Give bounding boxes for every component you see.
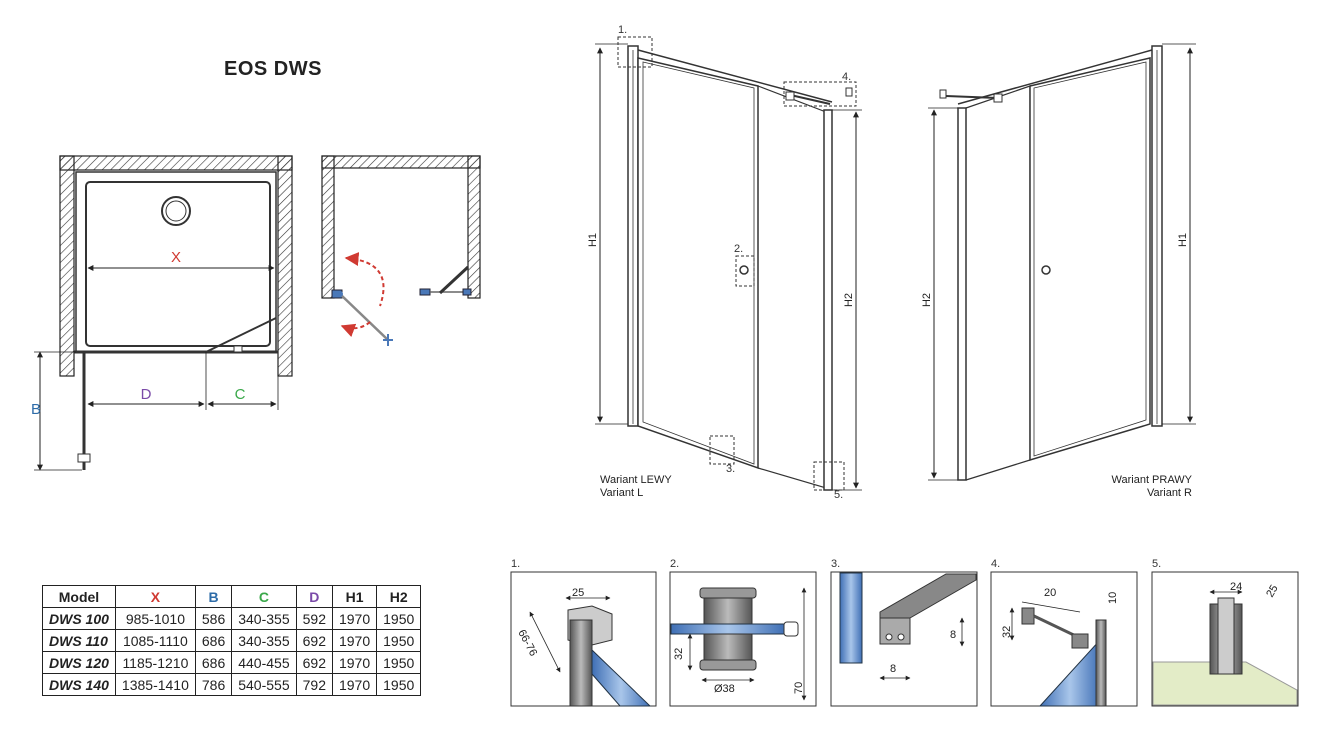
variant-right-line1: Wariant PRAWY	[1111, 474, 1192, 486]
cell-d: 592	[295, 607, 333, 630]
swing-diagram	[321, 155, 481, 346]
h2-label-left: H2	[843, 293, 855, 307]
detail-5: 5. 24 25	[1151, 558, 1299, 707]
cell-b: 686	[194, 629, 233, 652]
col-model: Model	[42, 585, 116, 608]
col-d: D	[295, 585, 333, 608]
plan-label-x: X	[171, 249, 181, 266]
callout-2: 2.	[734, 243, 743, 255]
spec-header-row: Model X B C D H1 H2	[42, 585, 422, 608]
plan-label-c: C	[235, 386, 246, 403]
cell-model: DWS 110	[42, 629, 116, 652]
col-b: B	[194, 585, 233, 608]
cell-h1: 1970	[331, 673, 378, 696]
variant-right-line2: Variant R	[1146, 487, 1192, 499]
callout-3: 3.	[726, 463, 735, 475]
h1-label-left: H1	[587, 233, 599, 247]
cell-x: 1085-1110	[114, 629, 196, 652]
cell-d: 692	[295, 651, 333, 674]
cell-c: 340-355	[231, 629, 297, 652]
detail-2-dim-b: 70	[793, 682, 805, 694]
plan-view: X B D C	[31, 155, 293, 471]
plan-back-wall	[59, 155, 293, 171]
elevation-left: H1 H2 1. 2. 3. 4. 5.	[587, 24, 862, 501]
h1-label-right: H1	[1177, 233, 1189, 247]
detail-4-dim-b: 10	[1107, 592, 1119, 604]
col-h2: H2	[376, 585, 422, 608]
plan-tray-inner	[85, 181, 271, 347]
detail-5-dim-b: 25	[1264, 583, 1281, 600]
table-row: DWS 140 1385-1410 786 540-555 792 1970 1…	[42, 673, 422, 696]
cell-x: 985-1010	[114, 607, 196, 630]
cell-c: 440-455	[231, 651, 297, 674]
cell-model: DWS 140	[42, 673, 116, 696]
col-c: C	[231, 585, 297, 608]
elevation-right: H2 H1	[921, 43, 1196, 481]
cell-b: 686	[194, 651, 233, 674]
detail-4-dim-c: 32	[1001, 626, 1013, 638]
plan-label-d: D	[141, 386, 152, 403]
page-title: EOS DWS	[224, 58, 322, 80]
plan-left-wall	[59, 155, 75, 377]
h2-label-right: H2	[921, 293, 933, 307]
cell-b: 586	[194, 607, 233, 630]
detail-5-dim-a: 24	[1230, 581, 1242, 593]
col-x: X	[114, 585, 196, 608]
callout-1: 1.	[618, 24, 627, 36]
cell-d: 792	[295, 673, 333, 696]
spec-table: Model X B C D H1 H2 DWS 100 985-1010 586…	[42, 585, 422, 696]
callout-5: 5.	[834, 489, 843, 501]
variant-right-caption: Wariant PRAWY Variant R	[1080, 474, 1192, 500]
detail-2-num: 2.	[670, 558, 679, 570]
detail-3: 3. 8 8	[830, 558, 978, 707]
detail-4-dim-a: 20	[1044, 587, 1056, 599]
cell-h2: 1950	[376, 607, 422, 630]
detail-2-dim-c: Ø38	[714, 683, 735, 695]
plan-label-b: B	[31, 401, 41, 418]
variant-left-line2: Variant L	[600, 487, 644, 499]
plan-right-wall	[277, 155, 293, 377]
variant-left-caption: Wariant LEWY Variant L	[600, 474, 672, 500]
cell-h2: 1950	[376, 651, 422, 674]
table-row: DWS 110 1085-1110 686 340-355 692 1970 1…	[42, 629, 422, 652]
detail-3-dim-a: 8	[950, 629, 956, 641]
detail-2-dim-a: 32	[673, 648, 685, 660]
cell-x: 1385-1410	[114, 673, 196, 696]
cell-h2: 1950	[376, 673, 422, 696]
cell-h2: 1950	[376, 629, 422, 652]
variant-left-line1: Wariant LEWY	[600, 474, 672, 486]
col-h1: H1	[331, 585, 378, 608]
cell-h1: 1970	[331, 629, 378, 652]
detail-4: 4. 20 10 32	[990, 558, 1138, 707]
cell-d: 692	[295, 629, 333, 652]
detail-5-num: 5.	[1152, 558, 1161, 570]
cell-b: 786	[194, 673, 233, 696]
cell-model: DWS 120	[42, 651, 116, 674]
detail-1: 1. 25 66-76	[510, 558, 657, 707]
detail-2: 2. 32 70 Ø38	[669, 558, 817, 707]
detail-1-num: 1.	[511, 558, 520, 570]
callout-4: 4.	[842, 71, 851, 83]
table-row: DWS 120 1185-1210 686 440-455 692 1970 1…	[42, 651, 422, 674]
table-row: DWS 100 985-1010 586 340-355 592 1970 19…	[42, 607, 422, 630]
detail-4-num: 4.	[991, 558, 1000, 570]
detail-1-dim-a: 25	[572, 587, 584, 599]
detail-3-num: 3.	[831, 558, 840, 570]
cell-h1: 1970	[331, 651, 378, 674]
cell-c: 340-355	[231, 607, 297, 630]
cell-h1: 1970	[331, 607, 378, 630]
cell-model: DWS 100	[42, 607, 116, 630]
detail-3-dim-b: 8	[890, 663, 896, 675]
cell-x: 1185-1210	[114, 651, 196, 674]
cell-c: 540-555	[231, 673, 297, 696]
